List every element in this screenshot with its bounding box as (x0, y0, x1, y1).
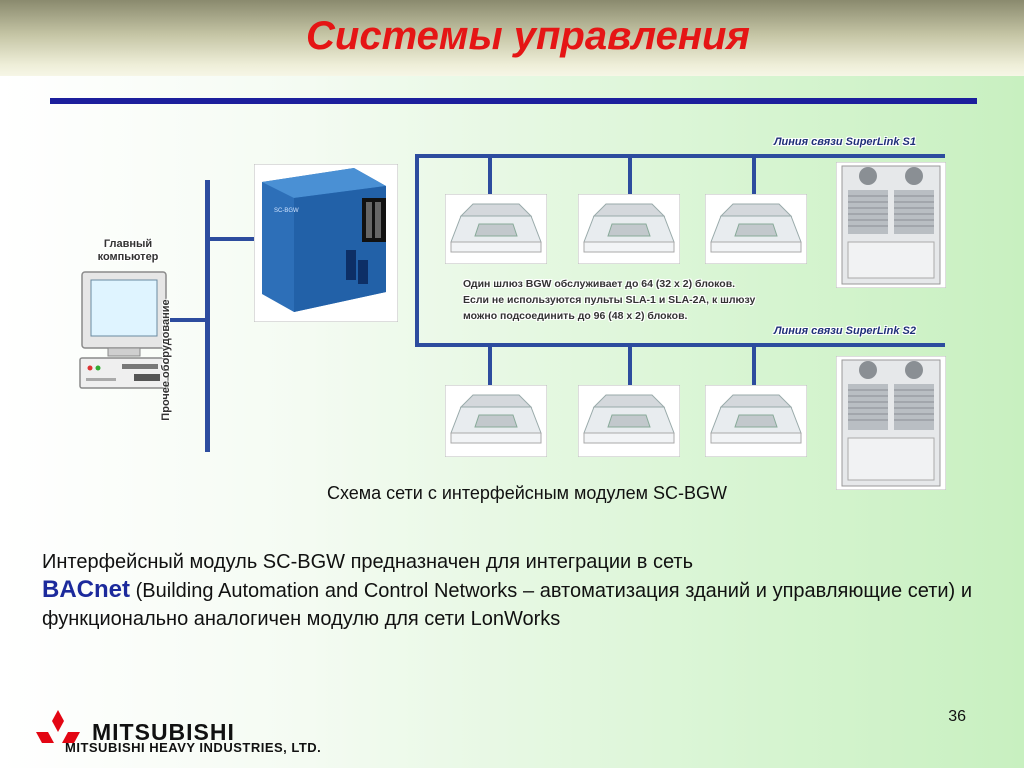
main-computer-label: Главный компьютер (88, 238, 168, 264)
logo-brand: MITSUBISHI (92, 719, 235, 745)
indoor-unit-s1-1 (445, 194, 547, 264)
gateway-note: Один шлюз BGW обслуживает до 64 (32 x 2)… (463, 276, 755, 324)
s2-drop-3 (752, 345, 756, 387)
computer-link-line (170, 318, 206, 322)
slide-title: Системы управления (306, 14, 750, 58)
main-computer-label-line1: Главный (103, 238, 153, 250)
logo-company: MITSUBISHI HEAVY INDUSTRIES, LTD. (65, 740, 322, 755)
vertical-bus-line (205, 180, 210, 452)
diagram-caption: Схема сети с интерфейсным модулем SC-BGW (326, 483, 728, 503)
main-computer-label-line2: компьютер (97, 251, 159, 263)
title-bar (0, 0, 1024, 76)
superlink-s2-line (415, 343, 945, 347)
gateway-note-line2: Если не используются пульты SLA-1 и SLA-… (463, 294, 756, 306)
title-divider (50, 98, 977, 104)
gateway-riser-line (415, 155, 419, 347)
indoor-unit-s1-2 (578, 194, 680, 264)
mitsubishi-three-diamonds-icon (36, 710, 80, 743)
s1-drop-3 (752, 156, 756, 196)
indoor-unit-s1-3 (705, 194, 807, 264)
body-paragraph: Интерфейсный модуль SC-BGW предназначен … (42, 548, 972, 633)
s1-drop-2 (628, 156, 632, 196)
indoor-unit-s2-1 (445, 385, 547, 457)
svg-text:SC-BGW: SC-BGW (274, 208, 299, 214)
outdoor-unit-s1 (836, 162, 946, 288)
gateway-note-line1: Один шлюз BGW обслуживает до 64 (32 x 2)… (463, 278, 736, 290)
s2-drop-2 (628, 345, 632, 387)
body-text-part2: (Building Automation and Control Network… (42, 580, 972, 630)
s2-drop-1 (488, 345, 492, 387)
page-number: 36 (948, 708, 966, 725)
gateway-note-line3: можно подсоединить до 96 (48 x 2) блоков… (463, 310, 688, 322)
other-equipment-link (208, 237, 256, 241)
indoor-unit-s2-2 (578, 385, 680, 457)
body-text-part1: Интерфейсный модуль SC-BGW предназначен … (42, 551, 693, 573)
indoor-unit-s2-3 (705, 385, 807, 457)
other-equipment-label: Прочее оборудование (160, 299, 172, 421)
superlink-s1-line (415, 154, 945, 158)
bacnet-term: BACnet (42, 576, 130, 603)
superlink-s2-label: Линия связи SuperLink S2 (774, 325, 916, 337)
superlink-s1-label: Линия связи SuperLink S1 (774, 136, 916, 148)
main-computer-icon (79, 271, 169, 389)
s1-drop-1 (488, 156, 492, 196)
outdoor-unit-s2 (836, 356, 946, 490)
gateway-module-icon: SC-BGW (254, 164, 398, 322)
